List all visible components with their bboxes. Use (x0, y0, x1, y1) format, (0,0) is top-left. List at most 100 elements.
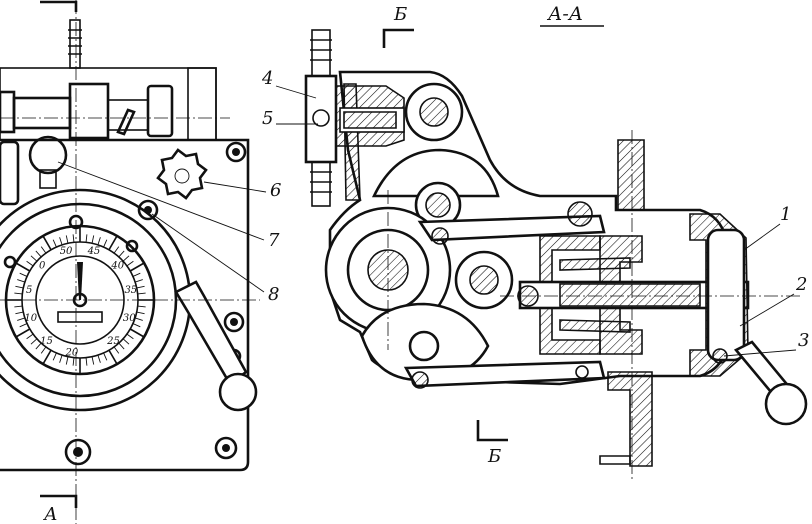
dial-tick (40, 246, 47, 254)
dial-tick (122, 338, 130, 345)
main-shaft-section (559, 283, 701, 307)
gear-top-shaft (419, 97, 449, 127)
dial-tick (30, 338, 38, 345)
hub-sleeve-top (559, 257, 631, 271)
dial-number: 5 (26, 285, 32, 296)
lower-post (607, 371, 653, 467)
top-stud-lower (311, 161, 331, 207)
dial-tick (103, 352, 108, 361)
dial-tick (126, 333, 134, 340)
dial-tick (52, 239, 57, 248)
gear-upper-half (371, 148, 500, 198)
dial-tick (91, 356, 95, 365)
section-mark-a-top (40, 0, 78, 12)
top-stud-upper (311, 29, 331, 77)
lever-small (116, 108, 136, 136)
dial-tick (135, 317, 143, 321)
callout-5: 5 (262, 108, 273, 129)
dial-tick (129, 328, 145, 338)
bolt-link (431, 227, 449, 245)
dial-tick (14, 292, 23, 295)
section-mark-a-bottom (40, 494, 78, 508)
callout-4: 4 (261, 68, 273, 89)
dial-tick (42, 349, 52, 365)
dial-tick (65, 235, 69, 244)
dial-tick (15, 328, 31, 338)
dial-tick (136, 285, 145, 289)
section-mark-b: Б Б (382, 4, 508, 467)
dial-tick (15, 311, 24, 315)
section-title: А-А (546, 3, 583, 25)
gear-lower-hub (408, 330, 440, 362)
bolt-lower-right (575, 365, 589, 379)
lower-pin (599, 455, 631, 465)
dial-tick (19, 323, 28, 328)
dial-tick (118, 342, 125, 350)
dial-number: 25 (106, 336, 120, 347)
dial-tick (132, 323, 141, 328)
dial-tick (17, 317, 25, 321)
housing-outline (0, 138, 250, 472)
callout-6: 6 (270, 180, 281, 201)
dial-tick (26, 260, 34, 267)
dial-tick (35, 250, 42, 258)
dial-tick (129, 262, 145, 272)
dial-tick (15, 285, 24, 289)
star-cap (156, 148, 208, 200)
top-stud (69, 19, 81, 69)
bolt-lower (411, 371, 429, 389)
lever-ball (218, 372, 258, 412)
star-cap-center (174, 168, 190, 184)
dial-number: 35 (124, 285, 137, 296)
dial-tick (91, 235, 95, 244)
label-cut-b-top: Б (393, 4, 407, 25)
shaft-stub (0, 90, 16, 134)
dial-tick (126, 260, 134, 267)
dial-tick (85, 234, 88, 243)
dial-lever (174, 280, 248, 386)
bolt-upper (567, 201, 593, 227)
section-view-aa (304, 29, 808, 480)
dial-tick (85, 357, 88, 366)
dial-tick (108, 235, 118, 251)
leader-7 (57, 161, 265, 241)
stud-pin-center (312, 109, 330, 127)
leader-1 (743, 223, 781, 251)
label-cut-b-bottom: Б (487, 446, 501, 467)
section-mark-a: А (40, 0, 78, 524)
dial-pointer (77, 262, 83, 300)
housing-bolts (3, 141, 247, 466)
dial-tick (40, 346, 47, 354)
callouts: 1 2 3 4 5 6 7 8 (57, 68, 809, 357)
callout-2: 2 (795, 274, 807, 295)
stud-thread (68, 29, 82, 55)
dial-number: 45 (87, 246, 101, 257)
section-lever-ball (764, 382, 808, 426)
dial-number: 30 (123, 313, 136, 324)
dial-tick (97, 237, 101, 245)
link-bar-upper (417, 214, 606, 242)
section-mark-b-bottom (476, 420, 508, 442)
side-flange (0, 140, 20, 206)
bracket-pin (343, 111, 397, 129)
callout-7: 7 (268, 230, 280, 251)
dial-tick (137, 292, 146, 295)
dial-tick (108, 349, 118, 365)
gear-small-shaft (469, 265, 499, 295)
callout-3: 3 (798, 330, 809, 351)
section-mark-b-top (382, 28, 414, 48)
shaft-sleeve (12, 96, 72, 130)
dial-tick (72, 234, 75, 243)
dial-tick (72, 357, 75, 366)
dial-number: 15 (40, 336, 53, 347)
stud-threads (310, 39, 332, 193)
knob-stem (39, 169, 57, 189)
label-cut-a: А (42, 504, 58, 524)
dial-tick (132, 272, 141, 277)
callout-1: 1 (780, 204, 791, 225)
dial-tick (137, 305, 146, 308)
upper-post (617, 139, 645, 211)
leader-4 (275, 85, 317, 99)
